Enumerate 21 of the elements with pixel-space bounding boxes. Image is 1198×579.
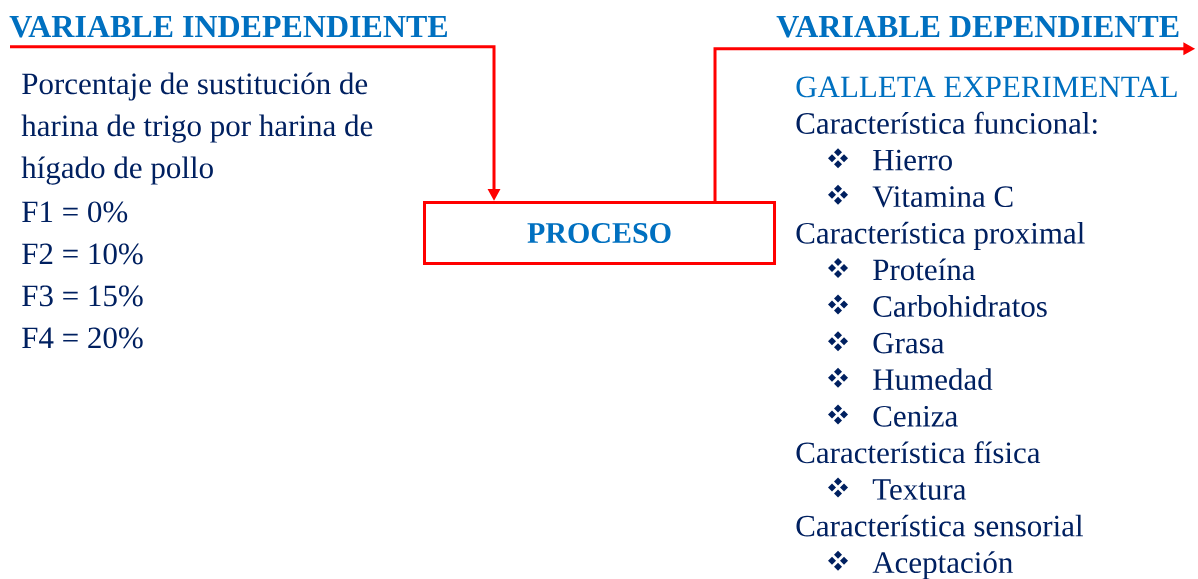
- text-line: F2 = 10%: [22, 243, 143, 265]
- list-item: Humedad: [873, 368, 993, 391]
- process-box: PROCESO: [423, 201, 776, 265]
- text-line: Característica funcional:: [796, 111, 1097, 135]
- subheading: GALLETA EXPERIMENTAL: [796, 76, 1177, 98]
- heading: VARIABLE DEPENDIENTE: [776, 15, 1179, 38]
- text-line: F4 = 20%: [22, 327, 143, 349]
- text-line: Característica sensorial: [796, 514, 1083, 537]
- list-item: Textura: [872, 479, 967, 500]
- list-item: Grasa: [873, 332, 945, 354]
- list-item: Ceniza: [873, 405, 958, 427]
- list-item: Aceptación: [872, 551, 1013, 579]
- list-item: Carbohidratos: [873, 295, 1047, 317]
- text-line: Característica física: [796, 441, 1041, 464]
- heading: VARIABLE INDEPENDIENTE: [9, 15, 447, 38]
- text-line: F1 = 0%: [22, 201, 128, 223]
- list-item: Vitamina C: [872, 186, 1013, 208]
- list-item: Proteína: [873, 258, 976, 281]
- description: Porcentaje de sustitución de harina de trigo por harina de hígado de pollo: [21, 72, 373, 185]
- list-item: Hierro: [873, 149, 952, 171]
- text-line: F3 = 15%: [22, 285, 143, 307]
